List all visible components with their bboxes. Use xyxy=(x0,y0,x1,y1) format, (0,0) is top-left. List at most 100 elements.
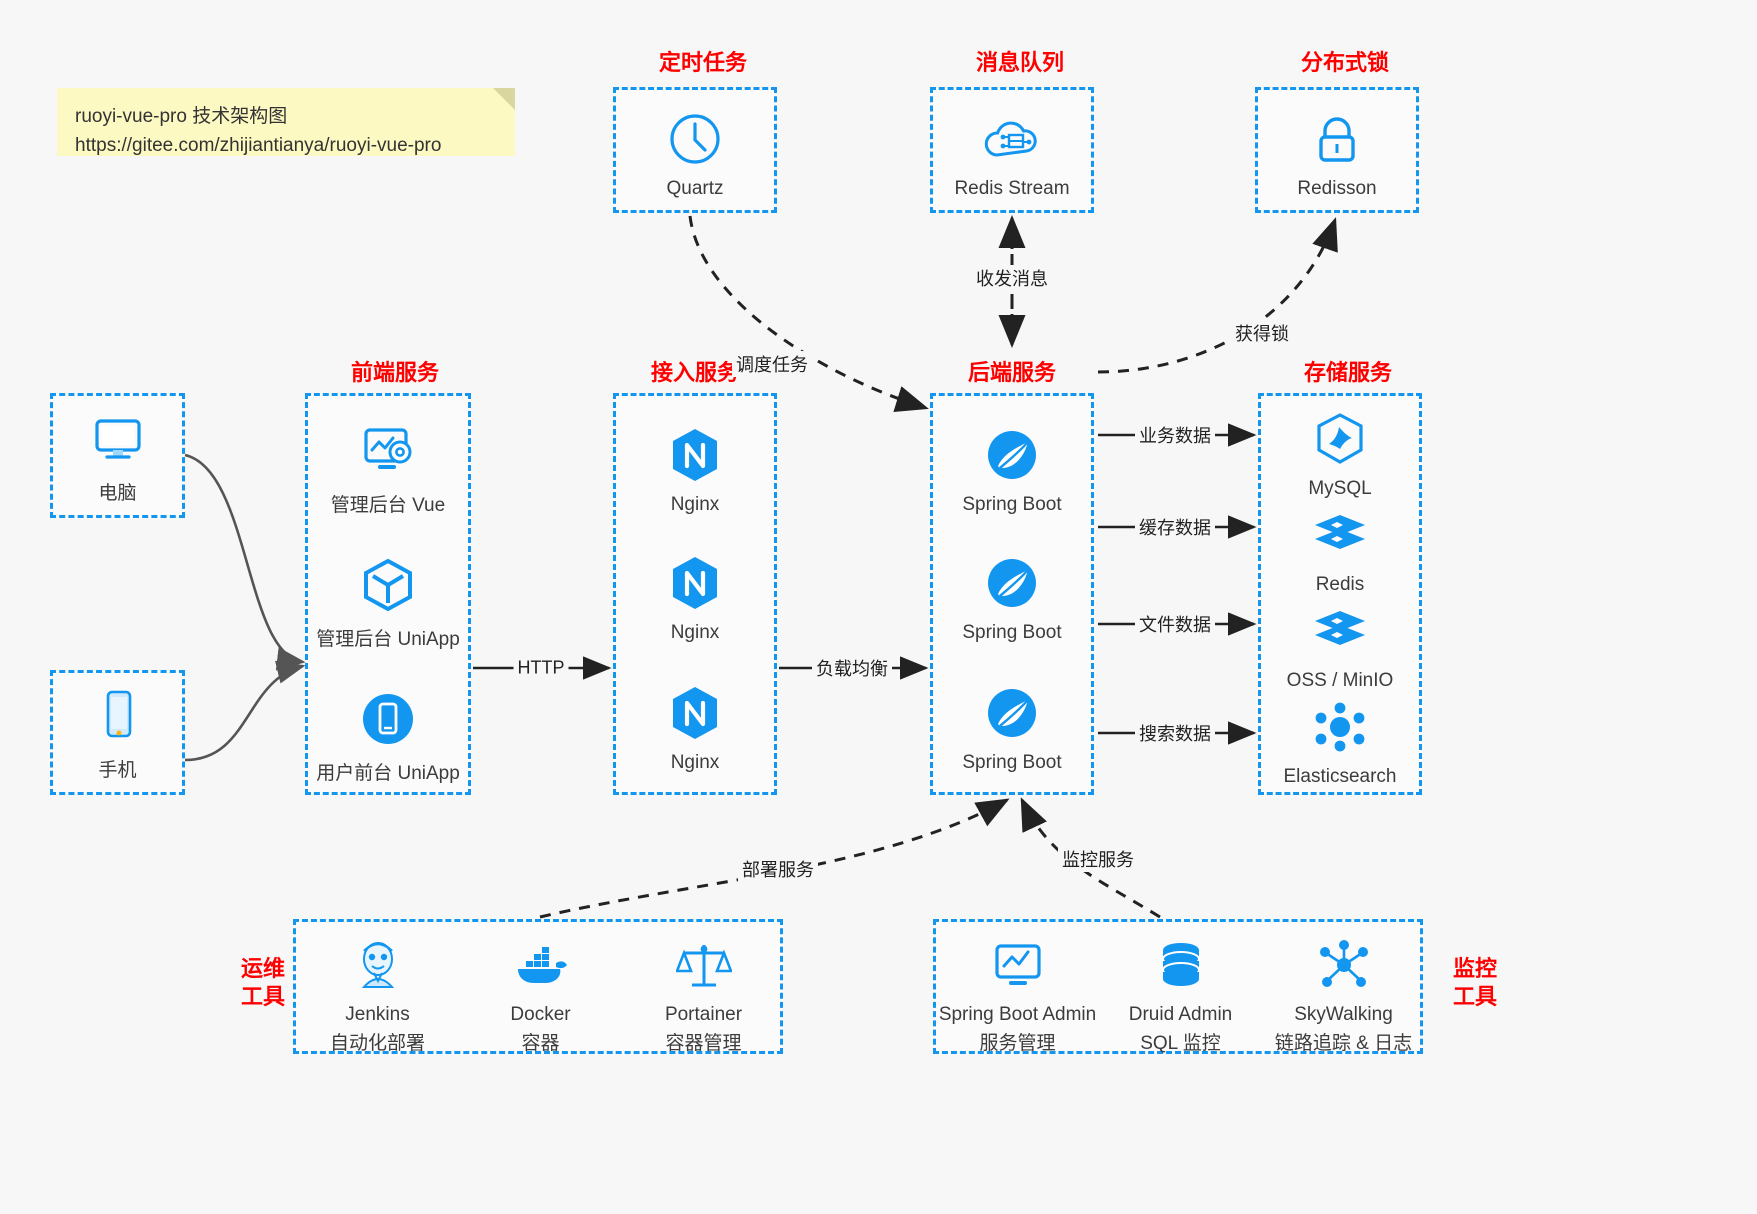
nginx-icon xyxy=(616,682,774,744)
database-icon xyxy=(1099,934,1262,996)
node-label: Docker xyxy=(510,1004,571,1025)
node-label: Spring Boot xyxy=(962,622,1062,643)
section-title-monitor-line1: 监控 xyxy=(1452,956,1497,981)
node-admin-vue[interactable]: 管理后台 Vue xyxy=(308,420,468,517)
section-title-storage: 存储服务 xyxy=(1303,360,1392,385)
edge-label-http: HTTP xyxy=(513,657,569,679)
node-computer[interactable]: 电脑 xyxy=(53,408,182,505)
node-admin-uniapp[interactable]: 管理后台 UniApp xyxy=(308,554,468,651)
note-line-1: ruoyi-vue-pro 技术架构图 xyxy=(75,106,288,127)
node-label: 用户前台 UniApp xyxy=(316,763,460,784)
edge-label-schedule-task: 调度任务 xyxy=(732,351,812,377)
node-label: Spring Boot Admin xyxy=(938,1004,1097,1025)
node-label: 管理后台 UniApp xyxy=(316,629,460,650)
nginx-icon xyxy=(616,552,774,614)
edge-label-file-data: 文件数据 xyxy=(1135,611,1215,637)
node-skywalking[interactable]: SkyWalking 链路追踪 & 日志 xyxy=(1262,934,1425,1055)
node-label: Redis xyxy=(1315,574,1365,595)
node-label: Nginx xyxy=(670,622,720,643)
section-title-frontend: 前端服务 xyxy=(350,360,439,385)
lock-icon xyxy=(1258,108,1416,170)
node-label: Nginx xyxy=(670,752,720,773)
node-spring-boot-2[interactable]: Spring Boot xyxy=(933,552,1091,644)
node-quartz[interactable]: Quartz xyxy=(616,108,774,200)
node-spring-boot-3[interactable]: Spring Boot xyxy=(933,682,1091,774)
node-spring-boot-admin[interactable]: Spring Boot Admin 服务管理 xyxy=(936,934,1099,1055)
client-phone-box: 手机 xyxy=(50,670,185,795)
node-label: Spring Boot xyxy=(962,752,1062,773)
monitor-tools-box: Spring Boot Admin 服务管理 Druid Admin SQL 监… xyxy=(933,919,1423,1054)
section-title-devops-line2: 工具 xyxy=(240,983,285,1009)
node-elasticsearch[interactable]: Elasticsearch xyxy=(1261,696,1419,788)
jenkins-butler-icon xyxy=(296,934,459,996)
node-druid-admin[interactable]: Druid Admin SQL 监控 xyxy=(1099,934,1262,1055)
diagram-note: ruoyi-vue-pro 技术架构图 https://gitee.com/zh… xyxy=(57,88,515,156)
spring-boot-icon xyxy=(933,552,1091,614)
dashboard-gear-icon xyxy=(308,420,468,482)
node-label: Druid Admin xyxy=(1128,1004,1233,1025)
spring-boot-icon xyxy=(933,424,1091,486)
node-redisson[interactable]: Redisson xyxy=(1258,108,1416,200)
edge-label-deploy-service: 部署服务 xyxy=(738,856,818,882)
node-user-uniapp[interactable]: 用户前台 UniApp xyxy=(308,688,468,785)
cube-icon xyxy=(308,554,468,616)
section-title-scheduled-task: 定时任务 xyxy=(658,50,747,75)
message-queue-box: Redis Stream xyxy=(930,87,1094,213)
node-oss-minio[interactable]: OSS / MinIO xyxy=(1261,600,1419,692)
scheduled-task-box: Quartz xyxy=(613,87,777,213)
node-spring-boot-1[interactable]: Spring Boot xyxy=(933,424,1091,516)
client-computer-box: 电脑 xyxy=(50,393,185,518)
node-redis-stream[interactable]: Redis Stream xyxy=(933,108,1091,200)
node-sublabel: 链路追踪 & 日志 xyxy=(1274,1033,1413,1054)
node-nginx-1[interactable]: Nginx xyxy=(616,424,774,516)
backend-services-box: Spring Boot Spring Boot Spring Boot xyxy=(930,393,1094,795)
node-label: OSS / MinIO xyxy=(1286,670,1394,691)
edge-label-send-receive-message: 收发消息 xyxy=(972,265,1052,291)
storage-services-box: MySQL Redis OSS xyxy=(1258,393,1422,795)
node-label: Elasticsearch xyxy=(1283,766,1397,787)
edge-label-acquire-lock: 获得锁 xyxy=(1231,320,1293,346)
node-redis[interactable]: Redis xyxy=(1261,504,1419,596)
skywalking-icon xyxy=(1262,934,1425,996)
desktop-monitor-icon xyxy=(53,408,182,470)
node-mysql[interactable]: MySQL xyxy=(1261,408,1419,500)
node-label: SkyWalking xyxy=(1294,1004,1393,1025)
section-title-devops: 运维 工具 xyxy=(228,955,298,1010)
portainer-scale-icon xyxy=(622,934,785,996)
node-label: 手机 xyxy=(98,760,137,781)
node-portainer[interactable]: Portainer 容器管理 xyxy=(622,934,785,1055)
note-fold-icon xyxy=(493,88,515,110)
frontend-services-box: 管理后台 Vue 管理后台 UniApp 用户前台 U xyxy=(305,393,471,795)
edge-label-cache-data: 缓存数据 xyxy=(1135,514,1215,540)
node-nginx-2[interactable]: Nginx xyxy=(616,552,774,644)
node-nginx-3[interactable]: Nginx xyxy=(616,682,774,774)
node-sublabel: 容器管理 xyxy=(665,1033,742,1054)
devops-tools-box: Jenkins 自动化部署 Docker xyxy=(293,919,783,1054)
node-jenkins[interactable]: Jenkins 自动化部署 xyxy=(296,934,459,1055)
node-docker[interactable]: Docker 容器 xyxy=(459,934,622,1055)
node-sublabel: 服务管理 xyxy=(979,1033,1056,1054)
edge-label-load-balance: 负载均衡 xyxy=(812,655,892,681)
mobile-phone-icon xyxy=(53,685,182,747)
node-label: Spring Boot xyxy=(962,494,1062,515)
node-label: 管理后台 Vue xyxy=(330,495,446,516)
node-phone[interactable]: 手机 xyxy=(53,685,182,782)
node-label: 电脑 xyxy=(98,483,137,504)
mobile-app-icon xyxy=(308,688,468,750)
section-title-backend: 后端服务 xyxy=(967,360,1056,385)
node-sublabel: 容器 xyxy=(521,1033,560,1054)
node-label: Nginx xyxy=(670,494,720,515)
clock-icon xyxy=(616,108,774,170)
edge-label-search-data: 搜索数据 xyxy=(1135,720,1215,746)
gateway-services-box: Nginx Nginx Nginx xyxy=(613,393,777,795)
section-title-message-queue: 消息队列 xyxy=(975,50,1064,75)
redis-stack-icon xyxy=(1261,504,1419,566)
object-storage-icon xyxy=(1261,600,1419,662)
node-label: Jenkins xyxy=(345,1004,410,1025)
mysql-dolphin-icon xyxy=(1261,408,1419,470)
section-title-distributed-lock: 分布式锁 xyxy=(1300,50,1389,75)
distributed-lock-box: Redisson xyxy=(1255,87,1419,213)
node-sublabel: 自动化部署 xyxy=(329,1033,425,1054)
